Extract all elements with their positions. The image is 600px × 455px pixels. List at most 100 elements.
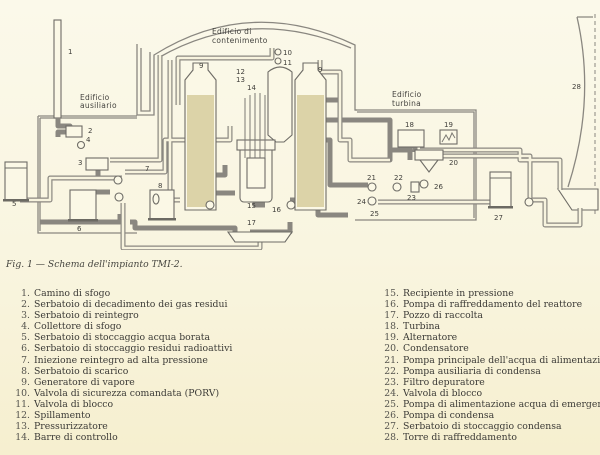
label-4: 4 [86,136,91,144]
legend-text: Filtro depuratore [403,376,485,388]
legend-item: 23. Filtro depuratore [377,377,600,388]
legend-text: Pompa di alimentazione acqua di emergenz… [403,398,600,410]
label-7: 7 [145,165,149,173]
legend-item: 10. Valvola di sicurezza comandata (PORV) [8,388,232,399]
building-labels: Edificio di contenimento Edificio ausili… [80,27,421,110]
legend-text: Serbatoio di reintegro [34,310,139,322]
legend-number: 3. [21,310,30,322]
legend-item: 18. Turbina [377,321,600,332]
legend-number: 12. [15,410,30,422]
reactor-vessel [236,139,276,203]
legend-number: 19. [384,332,399,344]
label-16: 16 [272,206,281,214]
legend-text: Recipiente in pressione [403,288,514,299]
legend-text: Turbina [403,321,441,333]
legend-number: 23. [384,376,399,388]
legend-item: 5.Serbatoio di stoccaggio acqua borata [8,332,232,343]
cooling-tower [556,14,599,215]
control-rods [244,93,266,158]
legend-number: 15. [384,288,399,299]
label-17: 17 [247,219,256,227]
legend-item: 13.Pressurizzatore [8,421,232,432]
tank-8 [148,189,176,221]
label-23: 23 [407,194,416,202]
legend-number: 18. [384,321,399,333]
legend-right-column: 15. Recipiente in pressione 16. Pompa di ra… [377,288,600,443]
tank-27 [488,171,513,209]
legend-number: 4. [21,321,30,333]
legend-number: 16. [384,299,399,311]
legend-number: 26. [384,410,399,422]
label-6: 6 [77,225,82,233]
condenser [414,149,444,173]
legend-text: Pozzo di raccolta [403,310,483,322]
legend-text: Iniezione reintegro ad alta pressione [34,354,208,366]
legend-number: 13. [15,421,30,433]
legend-text: Serbatoio di stoccaggio residui radioatt… [34,343,233,355]
legend-text: Pompa di condensa [403,410,495,422]
tmi2-plant-schematic: Edificio di contenimento Edificio ausili… [3,14,599,250]
label-14: 14 [247,84,256,92]
legend-number: 7. [21,354,30,366]
legend-item: 11.Valvola di blocco [8,399,232,410]
label-2: 2 [88,127,92,135]
legend-item: 9. Generatore di vapore [8,377,232,388]
legend-text: Alternatore [403,332,458,344]
tank-3 [85,157,109,171]
containment-label-2: contenimento [212,36,268,45]
legend-text: Pompa di raffreddamento del reattore [403,299,583,311]
turbine [397,129,425,148]
legend-item: 14.Barre di controllo [8,432,232,443]
label-13: 13 [236,76,245,84]
legend-number: 24. [384,387,399,399]
legend-item: 2. Serbatoio di decadimento dei gas resid… [8,299,232,310]
pressurizer [267,66,293,143]
component-labels: 1 2 3 4 5 6 7 8 9 9 10 11 12 13 14 15 16… [12,48,581,233]
auxiliary-label-1: Edificio [80,93,110,102]
label-18: 18 [405,121,414,129]
legend-item: 25. Pompa di alimentazione acqua di emerg… [377,399,600,410]
tank-6 [68,189,98,222]
label-12: 12 [236,68,245,76]
legend-item: 19. Alternatore [377,332,600,343]
legend-text: Valvola di sicurezza comandata (PORV) [34,387,220,399]
legend-item: 24. Valvola di blocco [377,388,600,399]
legend-number: 20. [384,343,399,355]
porv-valve [274,48,282,56]
legend-number: 28. [384,432,399,444]
legend-item: 22. Pompa ausiliaria di condensa [377,366,600,377]
label-24: 24 [357,198,366,206]
label-25: 25 [370,210,379,218]
legend-number: 8. [21,365,30,377]
legend-number: 14. [15,432,30,444]
auxiliary-label-2: ausiliario [80,101,117,110]
legend-text: Pompa ausiliaria di condensa [403,365,541,377]
label-27: 27 [494,214,503,222]
label-9-right: 9 [318,66,322,74]
alternator [439,129,458,145]
legend-number: 25. [384,398,399,410]
legend-number: 10. [15,387,30,399]
figure-caption: Fig. 1 — Schema dell'impianto TMI-2. [6,259,183,270]
label-28: 28 [572,83,581,91]
label-21: 21 [367,174,376,182]
legend-item: 4.Collettore di sfogo [8,321,232,332]
label-1: 1 [68,48,72,56]
tank-5 [3,161,29,202]
legend-text: Serbatoio di decadimento dei gas residui [34,299,228,311]
legend-item: 15. Recipiente in pressione [377,288,600,299]
legend-text: Generatore di vapore [34,376,135,388]
legend-number: 9. [21,376,30,388]
legend-number: 22. [384,365,399,377]
legend-text: Serbatoio di stoccaggio acqua borata [34,332,211,344]
label-10: 10 [283,49,292,57]
legend-text: Serbatoio di stoccaggio condensa [403,421,562,433]
legend-text: Spillamento [34,410,91,422]
label-26: 26 [434,183,443,191]
legend-number: 2. [21,299,30,311]
legend-item: 17.Pozzo di raccolta [377,310,600,321]
legend-text: Serbatoio di scarico [34,365,129,377]
label-3: 3 [78,159,82,167]
legend-text: Valvola di blocco [403,387,483,399]
containment-building [136,21,357,116]
